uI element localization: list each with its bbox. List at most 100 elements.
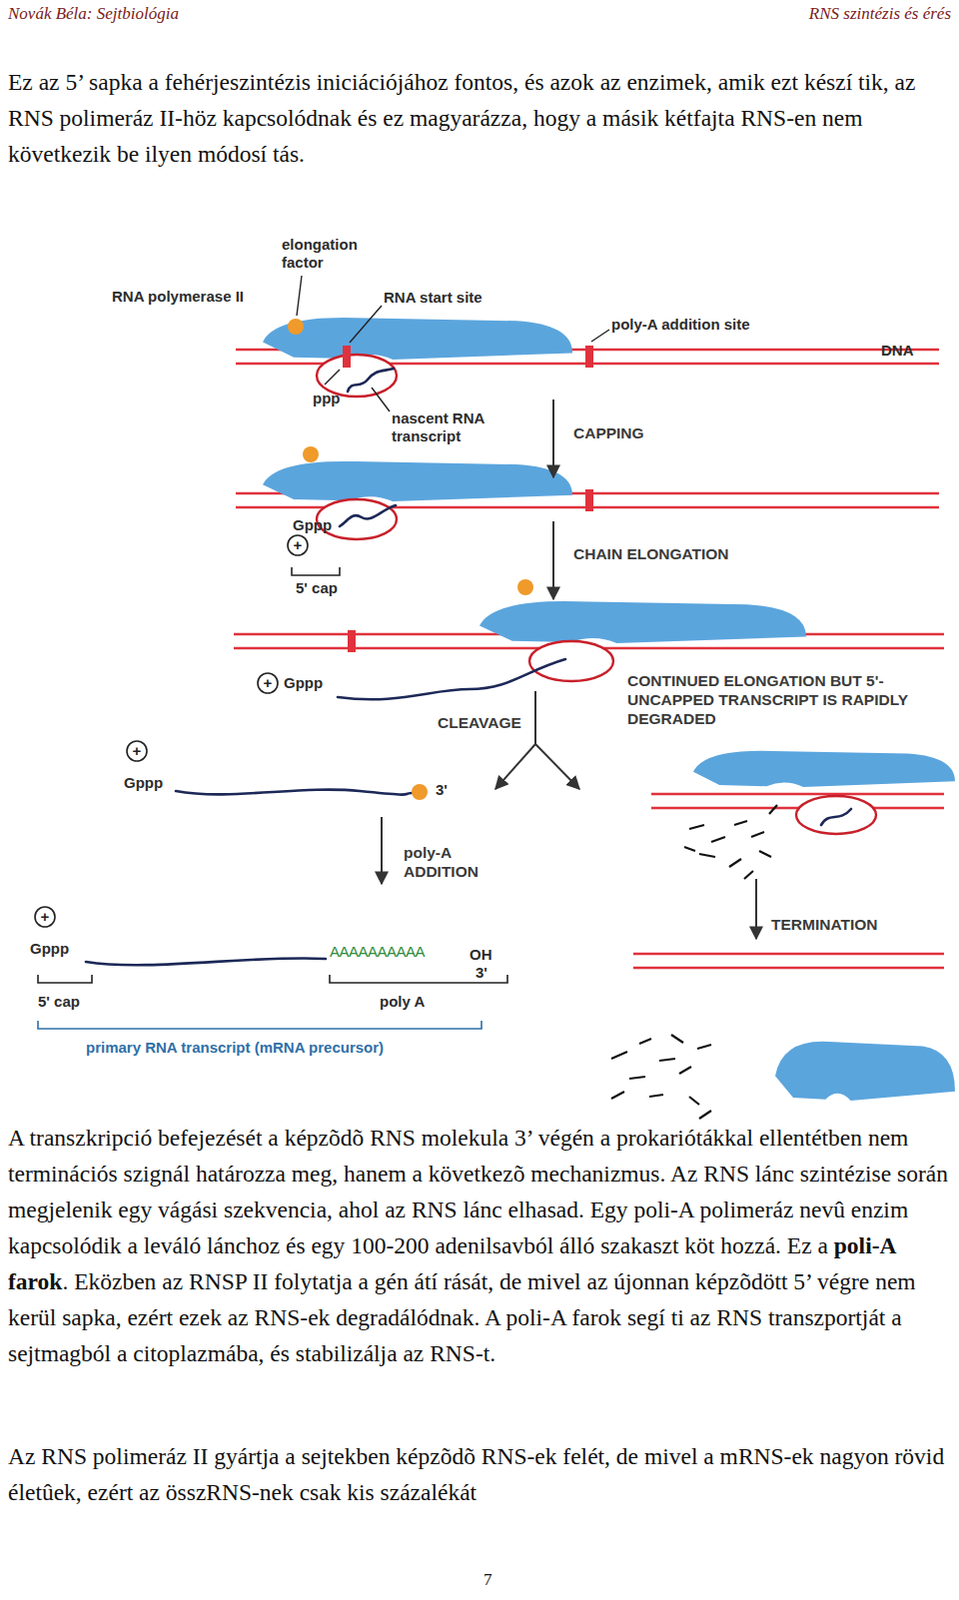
rna-polymerase-shape — [262, 317, 573, 360]
rna-polymerase-shape — [479, 601, 807, 644]
plus-sign: + — [127, 742, 146, 761]
degraded-fragment — [689, 825, 705, 830]
part-label: Gppp — [29, 940, 69, 959]
elongation-factor-dot — [302, 446, 319, 463]
part-label: Gppp — [292, 516, 332, 535]
step-arrow — [380, 817, 383, 885]
plus-circle — [126, 741, 147, 762]
part-label: poly A — [379, 992, 425, 1011]
leader-line — [591, 329, 610, 342]
step-label: poly-A ADDITION — [403, 843, 514, 882]
step-arrow — [755, 879, 758, 940]
rna-strand — [175, 790, 412, 796]
degraded-fragment — [751, 832, 765, 838]
degraded-fragment — [699, 854, 716, 858]
running-head: Novák Béla: Sejtbiológia — [7, 3, 179, 24]
degraded-fragment — [697, 1044, 712, 1049]
degraded-fragment — [611, 1051, 628, 1059]
degraded-fragment — [639, 1038, 652, 1044]
transcription-bubble — [796, 796, 877, 835]
rna-strand — [337, 659, 566, 700]
step-label: CAPPING — [573, 423, 645, 443]
paragraph: Az RNS polimeráz II gyártja a sejtekben … — [7, 1438, 952, 1511]
part-label: RNA start site — [383, 288, 534, 307]
cleavage-arrow — [535, 744, 580, 790]
site-mark — [585, 489, 594, 512]
site-mark — [342, 345, 351, 368]
bracket — [37, 1020, 482, 1029]
site-mark — [585, 345, 594, 368]
degraded-fragment — [629, 1076, 646, 1079]
rna-polymerase-shape — [693, 751, 956, 788]
degraded-fragment — [744, 871, 754, 880]
degraded-fragment — [659, 1058, 676, 1061]
degraded-fragment — [611, 1091, 625, 1099]
part-label: nascent RNA transcript — [391, 409, 517, 446]
running-head: RNS szintézis és érés — [699, 3, 952, 24]
cleavage-arrow — [495, 744, 536, 790]
leader-line — [349, 305, 382, 343]
leader-line — [324, 369, 340, 385]
degraded-fragment — [729, 859, 742, 868]
part-label: 5' cap — [37, 992, 80, 1011]
degraded-fragment — [684, 847, 696, 852]
part-label: elongation factor — [281, 235, 372, 272]
degraded-fragment — [769, 805, 778, 815]
step-label: CLEAVAGE — [437, 713, 522, 733]
rna-strand — [85, 958, 326, 965]
elongation-factor-dot — [287, 318, 304, 335]
part-label: Gppp — [123, 774, 163, 793]
dna-strand — [633, 966, 945, 970]
step-label: CHAIN ELONGATION — [573, 544, 730, 564]
paragraph: A transzkripció befejezését a képzõdõ RN… — [7, 1124, 949, 1259]
part-label: poly-A addition site — [611, 315, 802, 334]
leader-line — [296, 275, 302, 316]
step-label: TERMINATION — [771, 915, 878, 935]
part-label: Gppp — [283, 674, 323, 693]
plus-sign: + — [35, 908, 54, 927]
degraded-fragment — [689, 1096, 700, 1105]
leader-line — [371, 387, 390, 412]
step-arrow — [534, 691, 537, 745]
bracket — [37, 974, 92, 983]
elongation-factor-dot — [411, 784, 428, 801]
plus-circle — [257, 673, 278, 694]
elongation-factor-dot — [517, 579, 534, 596]
step-label: CONTINUED ELONGATION BUT 5'-UNCAPPED TRA… — [627, 671, 928, 729]
bracket — [291, 567, 340, 576]
rna-strand — [339, 505, 396, 527]
degraded-fragment — [699, 1110, 712, 1119]
page-number: 7 — [483, 1570, 493, 1591]
caption-label: primary RNA transcript (mRNA precursor) — [85, 1038, 384, 1056]
degraded-fragment — [734, 821, 748, 826]
part-label: RNA polymerase II — [111, 287, 282, 306]
step-arrow — [552, 399, 555, 478]
paragraph-block: A transzkripció befejezését a képzõdõ RN… — [7, 1119, 952, 1372]
paragraph: . Eközben az RNSP II folytatja a gén átí… — [7, 1268, 917, 1367]
degraded-fragment — [711, 837, 726, 843]
degraded-fragment — [649, 1094, 664, 1097]
transcription-bubble — [529, 641, 614, 682]
degraded-fragment — [679, 1066, 692, 1074]
part-label: DNA — [881, 341, 915, 360]
plus-circle — [34, 907, 55, 928]
rna-strand — [347, 368, 394, 392]
degraded-fragment — [671, 1034, 684, 1043]
degraded-fragment — [759, 851, 772, 858]
part-label: 3' — [475, 963, 488, 982]
poly-a-tail: AAAAAAAAAA — [329, 943, 425, 960]
dna-strand — [633, 953, 945, 957]
rna-polymerase-shape — [262, 461, 573, 502]
rna-polymerase-shape — [775, 1041, 956, 1101]
rna-strand — [821, 809, 852, 826]
step-arrow — [552, 521, 555, 600]
plus-sign: + — [288, 536, 307, 555]
part-label: ppp — [312, 389, 341, 408]
part-label: 5' cap — [295, 579, 338, 598]
site-mark — [347, 630, 356, 653]
dna-strand — [651, 793, 945, 797]
part-label: OH — [469, 946, 493, 964]
plus-circle — [287, 535, 308, 556]
part-label: 3' — [435, 781, 448, 800]
